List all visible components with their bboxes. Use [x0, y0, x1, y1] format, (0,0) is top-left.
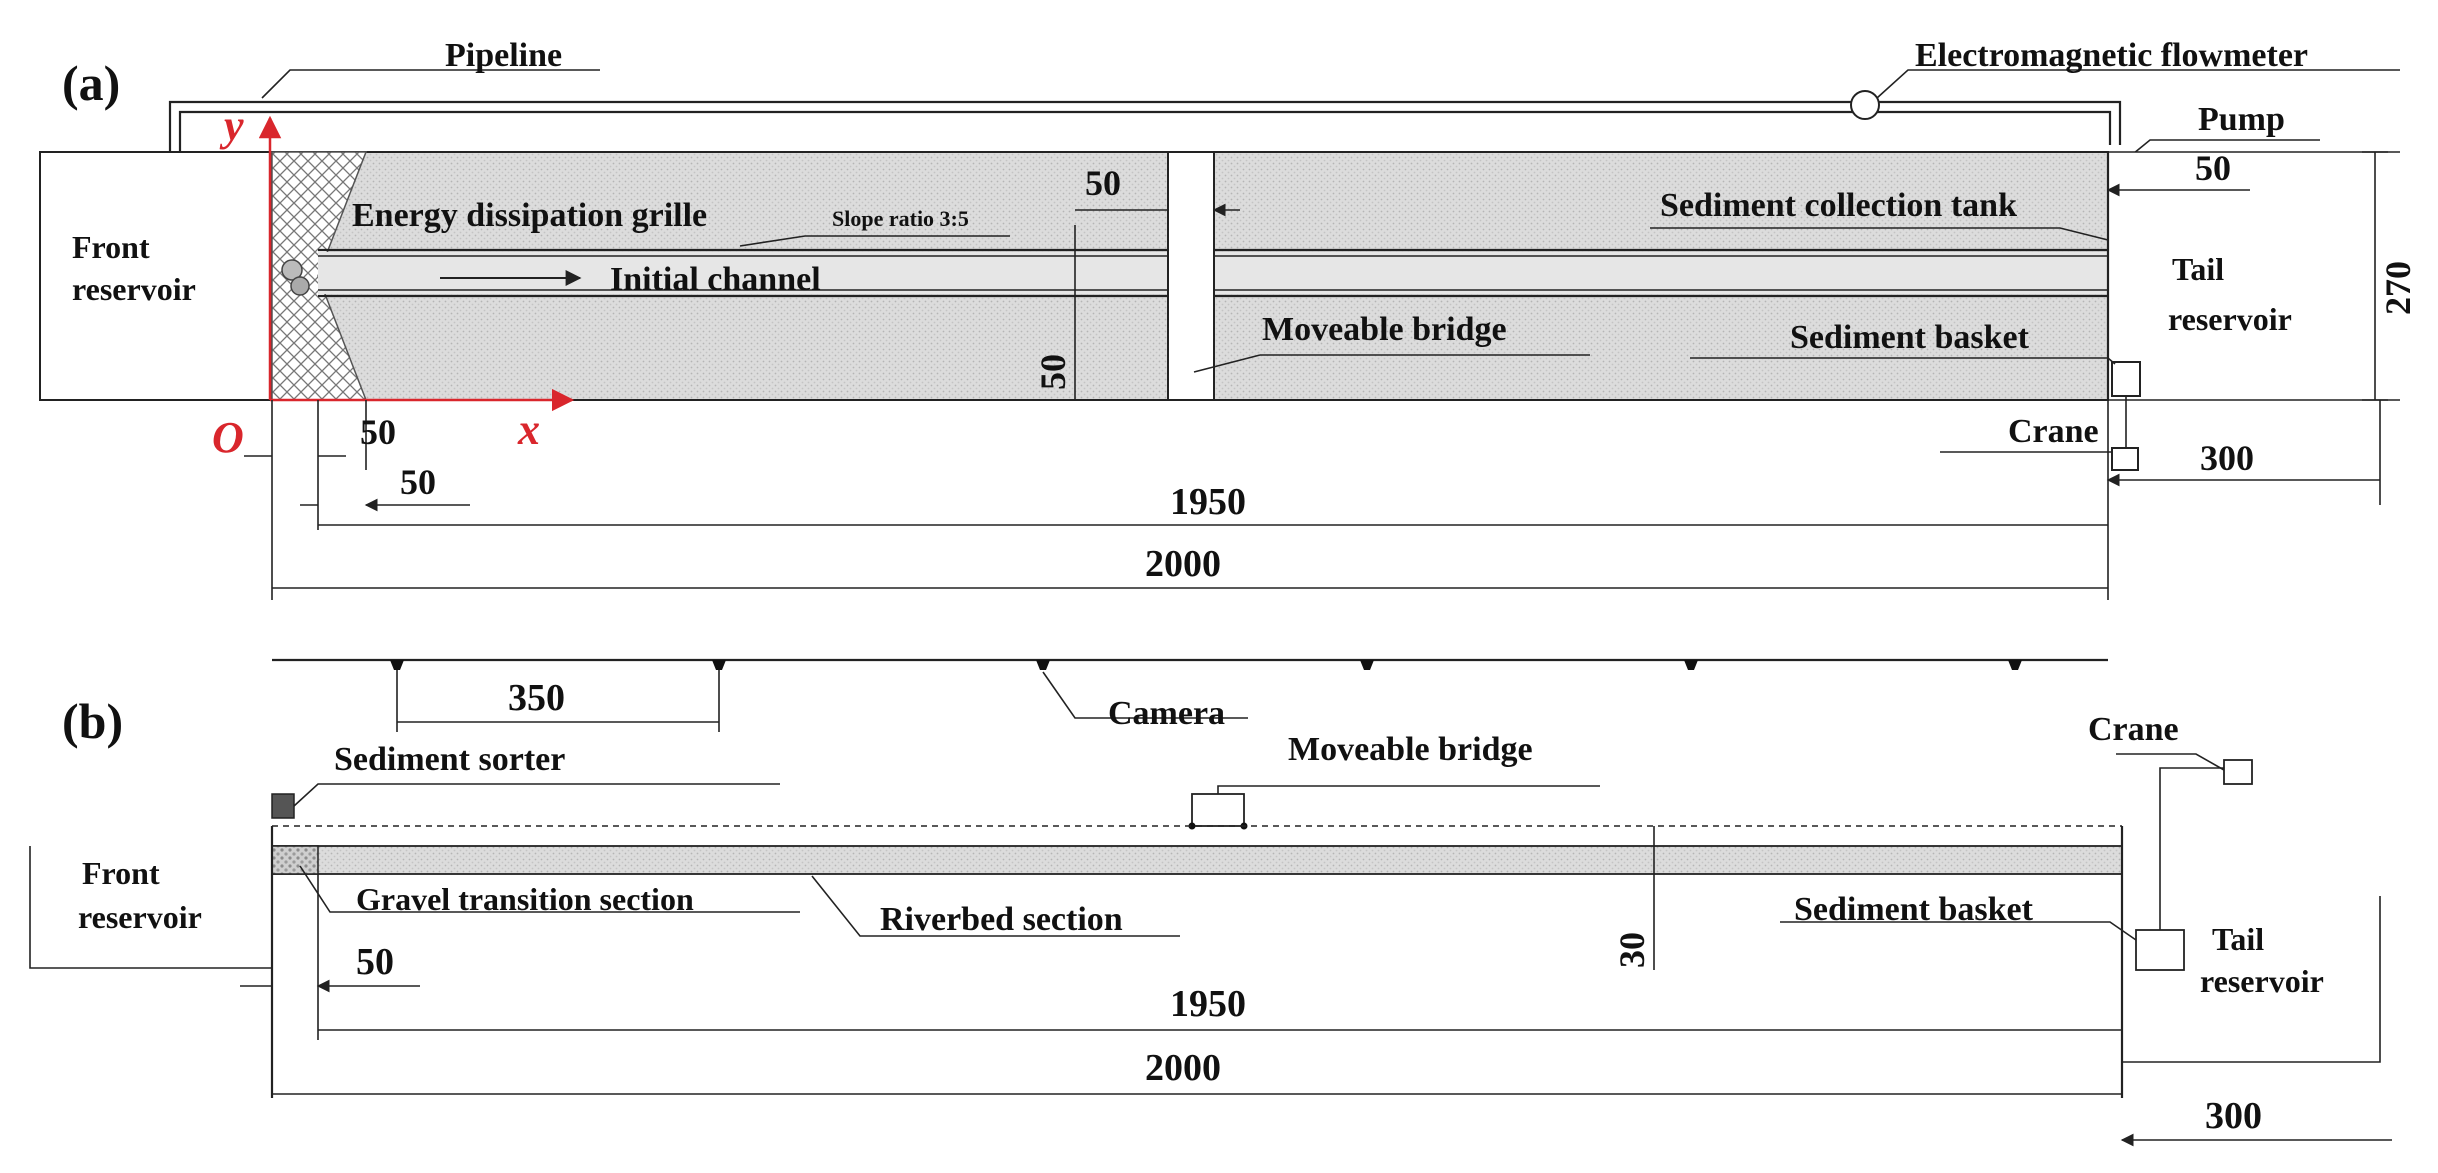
grille-stone-icon: [290, 276, 310, 296]
gravel-section-label: Gravel transition section: [356, 881, 694, 917]
panel-b-label: (b): [62, 693, 123, 749]
crane-a-icon: [2111, 447, 2139, 471]
panel-a-label: (a): [62, 55, 120, 111]
pump-label: Pump: [2198, 101, 2285, 138]
dim-a-50-a: 50: [360, 412, 396, 452]
moveable-bridge-a: [1167, 151, 1215, 401]
sediment-basket-a: [2111, 361, 2141, 397]
crane-b-label: Crane: [2088, 711, 2179, 748]
tail-reservoir-a-label-2: reservoir: [2168, 301, 2292, 337]
dim-a-50-b: 50: [400, 462, 436, 502]
sediment-sorter-label: Sediment sorter: [334, 741, 565, 778]
camera-icon: [1684, 660, 1698, 670]
pipeline-label: Pipeline: [445, 37, 562, 74]
axis-y-label: y: [219, 101, 244, 150]
flowmeter-label: Electromagnetic flowmeter: [1915, 37, 2308, 74]
tail-reservoir-a-label-1: Tail: [2172, 251, 2224, 287]
pipeline: [168, 100, 2122, 152]
dim-a-2000: 2000: [1145, 543, 1221, 585]
dim-b-50: 50: [356, 941, 394, 983]
energy-grille-label: Energy dissipation grille: [352, 197, 707, 234]
camera-icon: [1360, 660, 1374, 670]
tail-reservoir-a: [2108, 152, 2378, 400]
dim-a-1950: 1950: [1170, 481, 1246, 523]
initial-channel-label: Initial channel: [610, 261, 821, 298]
camera-icon: [712, 660, 726, 670]
moveable-bridge-b: [1191, 793, 1245, 827]
dim-b-350: 350: [508, 677, 565, 719]
front-reservoir-b-label-2: reservoir: [78, 899, 202, 935]
riverbed-section: [271, 845, 2123, 875]
sediment-sorter-icon: [271, 793, 295, 819]
moveable-bridge-b-label: Moveable bridge: [1288, 731, 1533, 768]
slope-ratio-label: Slope ratio 3:5: [832, 206, 969, 231]
dim-b-1950: 1950: [1170, 983, 1246, 1025]
crane-a-label: Crane: [2008, 413, 2099, 450]
axis-x-label: x: [517, 405, 540, 454]
energy-grille: [271, 151, 368, 401]
sediment-tank-label: Sediment collection tank: [1660, 187, 2017, 224]
dim-a-300: 300: [2200, 438, 2254, 478]
sediment-basket-b: [2135, 929, 2185, 971]
riverbed-label: Riverbed section: [880, 901, 1123, 938]
dim-b-300: 300: [2205, 1095, 2262, 1137]
tail-reservoir-b-label-2: reservoir: [2200, 963, 2324, 999]
front-reservoir-a-label-1: Front: [72, 229, 150, 265]
dim-b-2000: 2000: [1145, 1047, 1221, 1089]
front-reservoir-a: [39, 151, 273, 401]
dim-a-50-vert: 50: [1033, 354, 1073, 390]
tail-reservoir-b-label-1: Tail: [2212, 921, 2264, 957]
camera-icon: [390, 660, 404, 670]
dim-a-270: 270: [2378, 261, 2418, 315]
grille-stone-icon: [281, 259, 303, 281]
origin-label: O: [212, 413, 244, 462]
camera-icon: [1036, 660, 1050, 670]
camera-icon: [2008, 660, 2022, 670]
sediment-basket-b-label: Sediment basket: [1794, 891, 2034, 928]
flowmeter-icon: [1850, 90, 1880, 120]
sediment-basket-a-label: Sediment basket: [1790, 319, 2030, 356]
front-reservoir-a-label-2: reservoir: [72, 271, 196, 307]
crane-b-icon: [2223, 759, 2253, 785]
dim-b-30: 30: [1612, 932, 1652, 968]
dim-a-50-top: 50: [1085, 163, 1121, 203]
moveable-bridge-a-label: Moveable bridge: [1262, 311, 1507, 348]
dim-a-50-pump: 50: [2195, 148, 2231, 188]
camera-label: Camera: [1108, 695, 1225, 732]
gravel-transition-section: [271, 845, 319, 875]
camera-row: [390, 660, 2022, 670]
front-reservoir-b-label-1: Front: [82, 855, 160, 891]
